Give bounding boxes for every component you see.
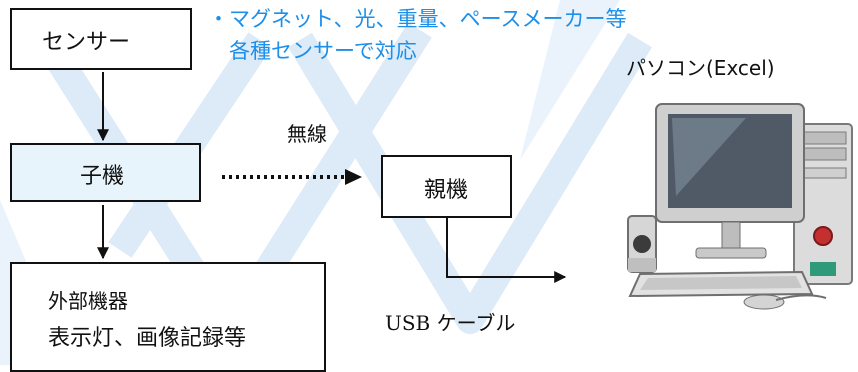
parent-unit-label: 親機 (424, 178, 469, 203)
desktop-computer-icon (627, 103, 853, 310)
external-device-label: 外部機器 (48, 289, 128, 313)
child-unit-box (10, 143, 201, 202)
wireless-arrowhead (345, 169, 362, 185)
sensor-note-line2: 各種センサーで対応 (229, 39, 417, 63)
parent-unit-box (381, 155, 512, 218)
wireless-label: 無線 (287, 122, 327, 146)
usb-cable-line (446, 218, 567, 283)
child-unit-label: 子機 (80, 164, 125, 189)
sensor-label: センサー (42, 30, 131, 55)
usb-cable-label: USB ケーブル (385, 311, 516, 335)
sensor-box (10, 8, 192, 70)
external-device-box (10, 262, 326, 372)
sensor-note-line1: ・マグネット、光、重量、ペースメーカー等 (208, 7, 627, 31)
pc-title: パソコン(Excel) (626, 56, 775, 80)
external-device-detail: 表示灯、画像記録等 (48, 326, 247, 351)
